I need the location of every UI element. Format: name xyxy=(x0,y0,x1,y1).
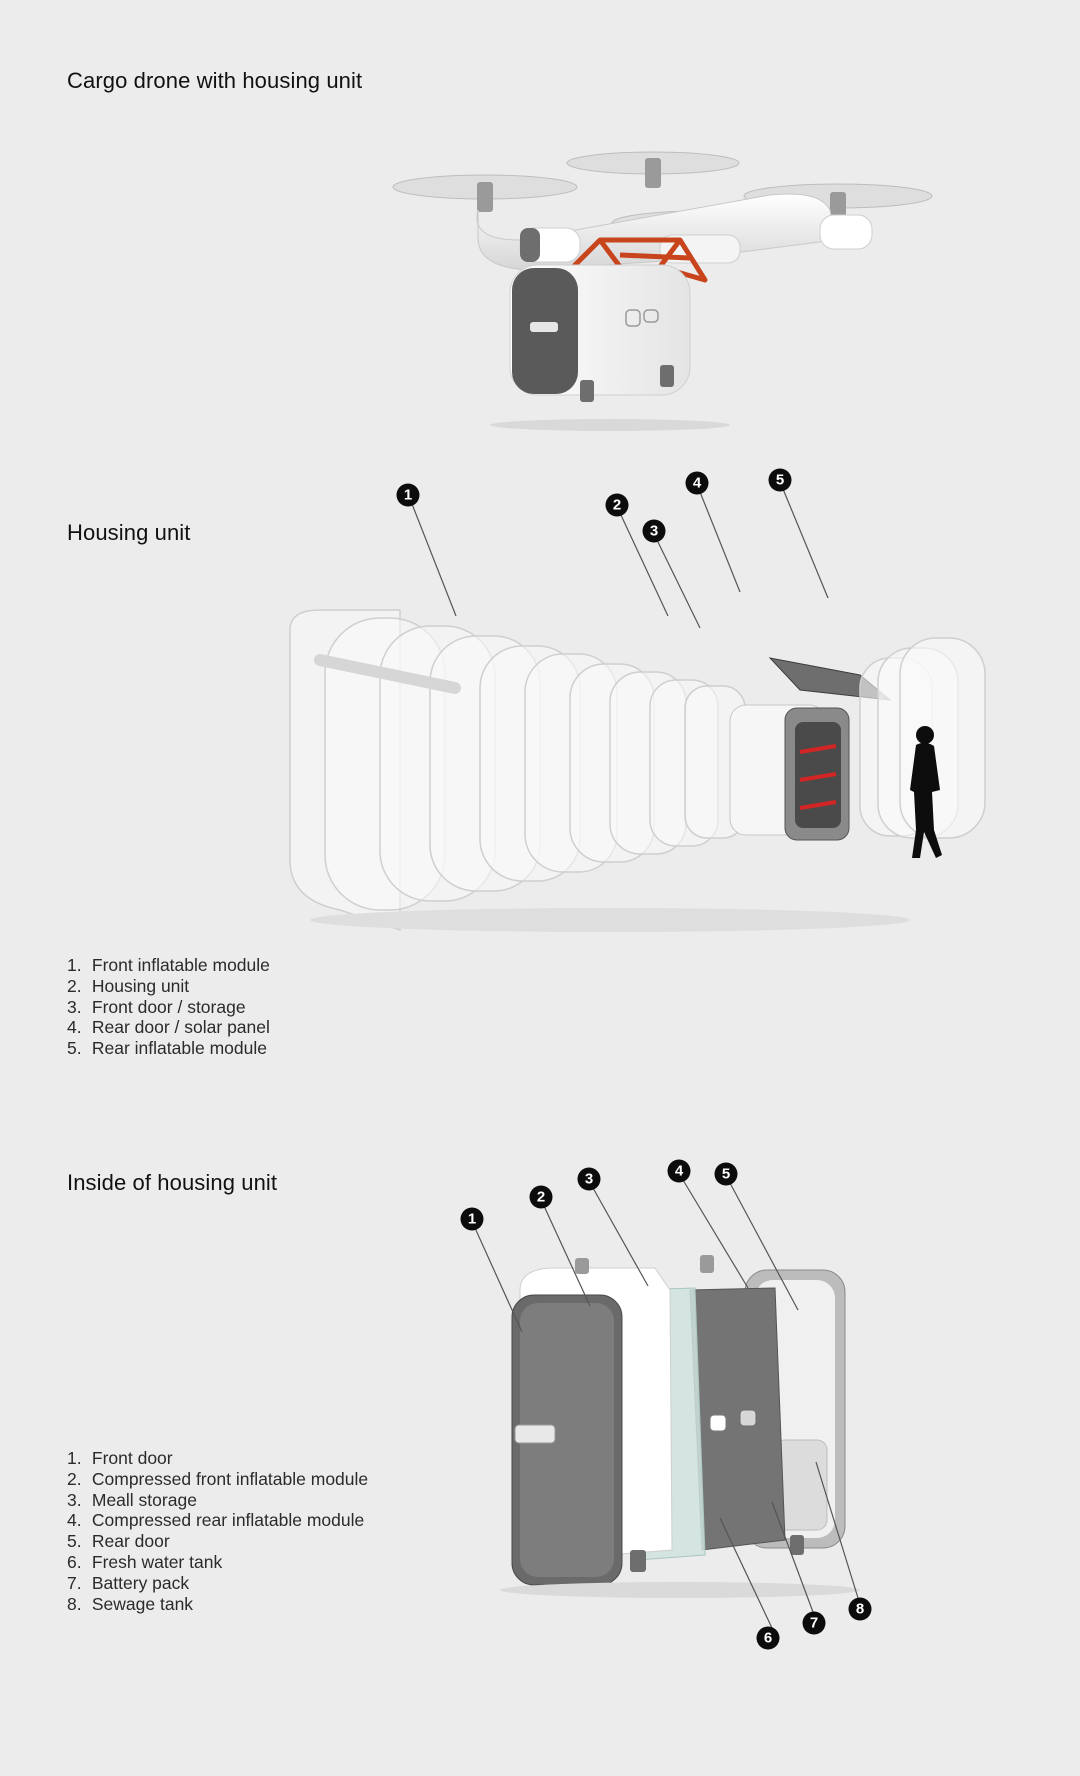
svg-text:2: 2 xyxy=(537,1189,545,1206)
legend-item: 8. Sewage tank xyxy=(67,1593,194,1614)
legend-item: 6. Fresh water tank xyxy=(67,1551,223,1572)
callout-3: 3 xyxy=(642,519,666,543)
svg-text:7: 7 xyxy=(810,1615,818,1632)
callout-4: 4 xyxy=(685,471,709,495)
legend-item: 1. Front inflatable module xyxy=(67,955,270,975)
housing-legend: 1. Front inflatable module 2. Housing un… xyxy=(67,955,270,1059)
callout-4: 4 xyxy=(667,1159,691,1183)
svg-text:3: 3 xyxy=(650,523,658,540)
callout-2: 2 xyxy=(605,493,629,517)
callout-7: 7 xyxy=(802,1611,826,1635)
callout-5: 5 xyxy=(714,1162,738,1186)
legend-item: 5. Rear door xyxy=(67,1531,170,1552)
callout-8: 8 xyxy=(848,1597,872,1621)
svg-text:4: 4 xyxy=(675,1163,684,1180)
svg-text:1: 1 xyxy=(404,487,412,504)
section-title-inside: Inside of housing unit xyxy=(67,1170,278,1195)
legend-item: 3. Front door / storage xyxy=(67,996,246,1017)
svg-text:5: 5 xyxy=(722,1166,730,1183)
svg-text:3: 3 xyxy=(585,1171,593,1188)
legend-item: 2. Compressed front inflatable module xyxy=(67,1468,369,1489)
legend-item: 5. Rear inflatable module xyxy=(67,1038,267,1059)
legend-item: 7. Battery pack xyxy=(67,1572,190,1593)
callout-6: 6 xyxy=(756,1626,780,1650)
section-title-housing: Housing unit xyxy=(67,520,191,545)
cargo-drone-illustration xyxy=(380,140,980,460)
callout-1: 1 xyxy=(460,1207,484,1231)
svg-text:2: 2 xyxy=(613,497,621,514)
housing-unit-illustration: 1 2 3 4 5 xyxy=(280,468,1000,950)
svg-text:8: 8 xyxy=(856,1601,864,1618)
legend-item: 4. Compressed rear inflatable module xyxy=(67,1510,365,1531)
callout-1: 1 xyxy=(396,483,420,507)
legend-item: 4. Rear door / solar panel xyxy=(67,1017,270,1038)
svg-text:1: 1 xyxy=(468,1211,476,1228)
callout-2: 2 xyxy=(529,1185,553,1209)
legend-item: 2. Housing unit xyxy=(67,975,190,996)
inside-legend: 1. Front door 2. Compressed front inflat… xyxy=(67,1448,368,1614)
section-title-drone: Cargo drone with housing unit xyxy=(67,68,363,93)
legend-item: 1. Front door xyxy=(67,1448,173,1468)
callout-3: 3 xyxy=(577,1167,601,1191)
housing-interior-illustration: 1 2 3 4 5 6 7 xyxy=(440,1140,890,1660)
svg-text:6: 6 xyxy=(764,1630,772,1647)
callout-5: 5 xyxy=(768,468,792,492)
svg-text:4: 4 xyxy=(693,475,702,492)
svg-text:5: 5 xyxy=(776,472,784,489)
legend-item: 3. Meall storage xyxy=(67,1489,197,1510)
